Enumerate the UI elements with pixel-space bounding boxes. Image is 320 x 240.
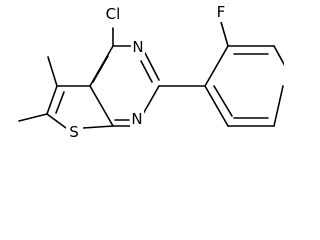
bond-s-c7a bbox=[82, 125, 114, 129]
bond-c5-c6-inner bbox=[55, 91, 65, 114]
bond-ar-c2-f bbox=[220, 21, 229, 47]
bond-ar-c1-c2 bbox=[204, 45, 229, 87]
chlorine-label: Cl bbox=[106, 5, 121, 23]
fluorine-label: F bbox=[217, 3, 226, 21]
bond-c6-methyl bbox=[18, 113, 48, 122]
bond-ar-c6-c1 bbox=[204, 85, 229, 127]
atom-labels: Cl N N S F bbox=[66, 2, 229, 142]
bond-c5-c6 bbox=[46, 85, 58, 115]
bond-c5-methyl bbox=[47, 56, 58, 87]
nitrogen-bottom-label: N bbox=[131, 110, 142, 128]
bond-c4-c4a-inner bbox=[92, 55, 109, 83]
bond-ar-c3-c4 bbox=[273, 45, 284, 66]
molecule-structure: Cl N N S F bbox=[18, 2, 284, 142]
bond-ar-c4-c5 bbox=[273, 85, 284, 127]
bond-c7a-c4a bbox=[89, 85, 114, 127]
nitrogen-top-label: N bbox=[132, 38, 143, 56]
bond-network bbox=[18, 21, 284, 129]
bond-n3-c2-inner bbox=[140, 60, 153, 83]
bond-c6-s bbox=[46, 113, 67, 129]
bond-ar-c1-c6-inner bbox=[213, 85, 233, 117]
bond-c2-n1 bbox=[142, 85, 160, 115]
bond-n3-c2 bbox=[144, 52, 160, 81]
sulfur-label: S bbox=[69, 123, 79, 141]
